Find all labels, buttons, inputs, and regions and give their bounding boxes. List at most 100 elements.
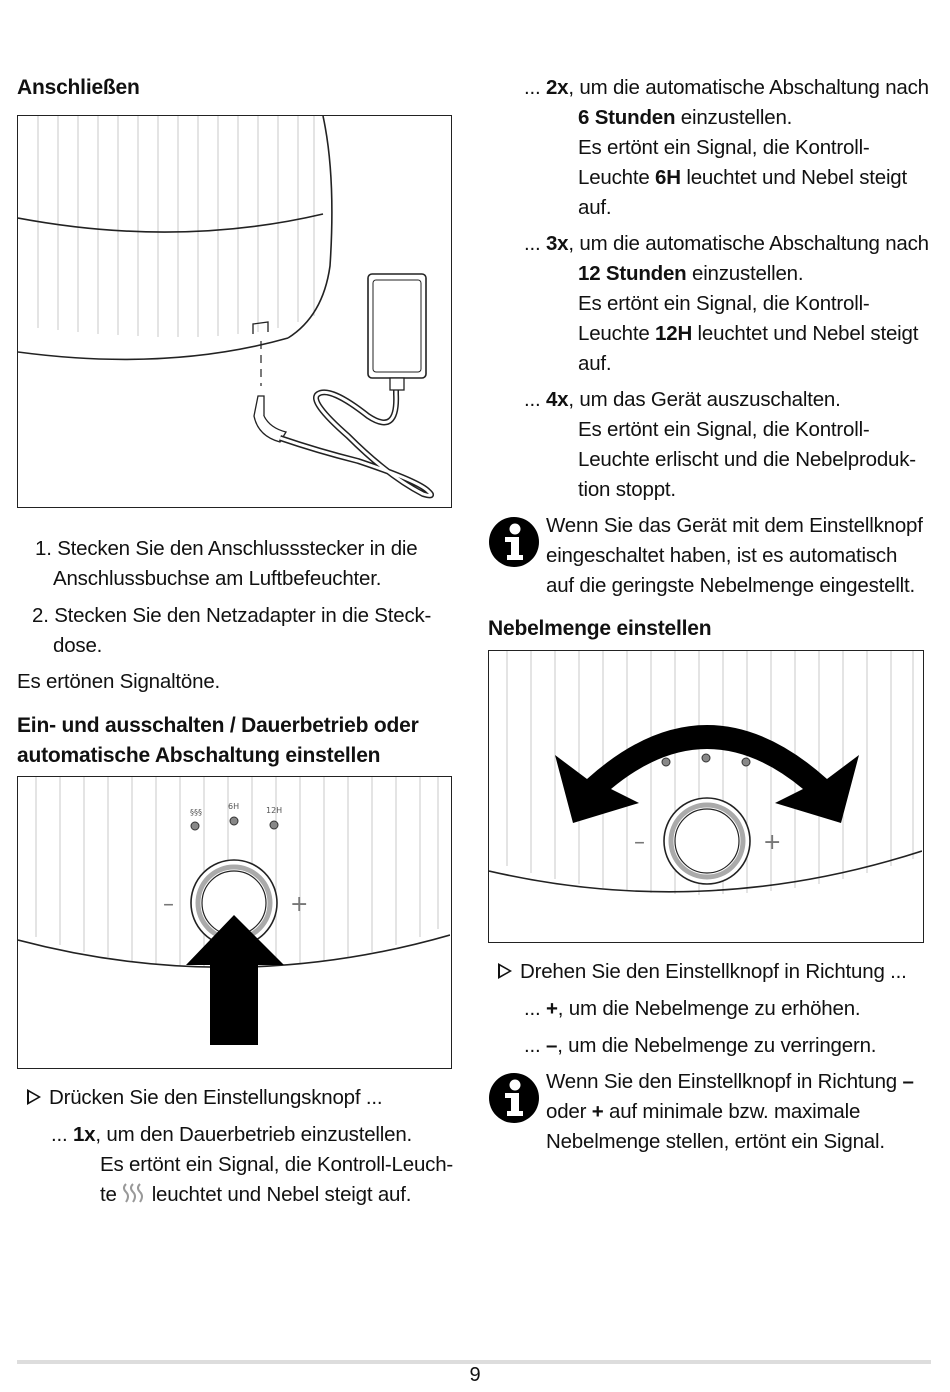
press-3x-line5: auf.: [578, 352, 612, 375]
continuous-led: [661, 757, 671, 767]
turn-plus: ... +, um die Nebelmenge zu erhöhen.: [524, 994, 861, 1024]
info2-line2: oder + auf minimale bzw. maximale: [546, 1097, 860, 1127]
bullet-triangle-icon: [498, 963, 512, 979]
press-2x-line5: auf.: [578, 196, 612, 219]
footer-divider: [17, 1360, 931, 1364]
info2-plus: +: [591, 1100, 604, 1123]
twelve-hour-label: 12H: [266, 806, 282, 815]
press-4x-line3: Leuchte erlischt und die Nebelproduk-: [578, 448, 916, 471]
press-2x-led: 6H: [655, 166, 681, 189]
press-3x-key: 3x: [545, 232, 569, 255]
press-4x: ... 4x, um das Gerät auszuschalten.: [524, 385, 841, 415]
heading-onoff-line1: Ein- und ausschalten / Dauerbetrieb oder: [17, 714, 419, 737]
info1-line1: Wenn Sie das Gerät mit dem Einstellknopf: [546, 514, 923, 537]
connect-illustration: [18, 116, 435, 499]
info2-line1-text: Wenn Sie den Einstellknopf in Richtung: [546, 1070, 903, 1093]
bullet-triangle-icon: [27, 1089, 41, 1105]
press-1x-line3-a: te: [100, 1183, 123, 1206]
step-1: 1. Stecken Sie den Anschlussstecker in d…: [35, 534, 418, 564]
press-3x: ... 3x, um die automatische Abschaltung …: [524, 229, 929, 259]
press-1x-key: 1x: [72, 1123, 96, 1146]
press-3x-led: 12H: [655, 322, 693, 345]
press-3x-line4-c: leuchtet und Nebel steigt: [692, 322, 919, 345]
press-4x-prefix: ...: [524, 388, 546, 411]
steam-icon: [123, 1183, 144, 1203]
figure-press-knob: §§§ 6H 12H – +: [17, 776, 452, 1069]
press-3x-line4: Leuchte 12H leuchtet und Nebel steigt: [578, 319, 918, 349]
press-3x-text: , um die automatische Abschaltung nach: [568, 232, 929, 255]
continuous-led: [190, 821, 200, 831]
step-1-number: 1.: [35, 537, 52, 560]
info1-line2: eingeschaltet haben, ist es automatisch: [546, 544, 898, 567]
press-2x-prefix: ...: [524, 76, 546, 99]
figure-connect: [17, 115, 452, 508]
press-2x-line3: Es ertönt ein Signal, die Kontroll-: [578, 136, 870, 159]
press-4x-line2: Es ertönt ein Signal, die Kontroll-: [578, 418, 870, 441]
press-2x-line4-a: Leuchte: [578, 166, 656, 189]
info2-minus: –: [902, 1070, 914, 1093]
press-3x-line3: Es ertönt ein Signal, die Kontroll-: [578, 292, 870, 315]
turn-knob-illustration: §§§ 6H 12H – +: [489, 651, 922, 895]
info2-line1: Wenn Sie den Einstellknopf in Richtung –: [546, 1067, 914, 1097]
plus-label: +: [290, 892, 308, 917]
page-number: 9: [469, 1364, 481, 1386]
signal-note: Es ertönen Signaltöne.: [17, 670, 221, 693]
press-2x-line4-c: leuchtet und Nebel steigt: [680, 166, 908, 189]
continuous-label: §§§: [190, 808, 202, 817]
info2-line2-c: auf minimale bzw. maximale: [603, 1100, 861, 1123]
twelve-hour-led: [741, 757, 751, 767]
press-1x: ... 1x, um den Dauerbetrieb einzustellen…: [51, 1120, 412, 1150]
press-3x-after: einzustellen.: [686, 262, 804, 285]
six-hour-led: [701, 753, 711, 763]
press-3x-duration: 12 Stunden: [578, 262, 687, 285]
minus-label: –: [634, 830, 645, 855]
press-4x-text: , um das Gerät auszuschalten.: [568, 388, 841, 411]
press-knob-illustration: §§§ 6H 12H – +: [18, 777, 450, 1045]
step-2-line1: Stecken Sie den Netzadapter in die Steck…: [54, 604, 432, 627]
turn-instruction-text: Drehen Sie den Einstellknopf in Richtung…: [520, 960, 907, 983]
turn-minus: ... –, um die Nebelmenge zu verringern.: [524, 1031, 876, 1061]
press-2x-line2: 6 Stunden einzustellen.: [578, 103, 792, 133]
turn-minus-text: , um die Nebelmenge zu verringern.: [557, 1034, 877, 1057]
press-instruction: Drücken Sie den Einstellungsknopf ...: [27, 1083, 383, 1113]
info1-line3: auf die geringste Nebelmenge eingestellt…: [546, 574, 916, 597]
press-1x-line2: Es ertönt ein Signal, die Kontroll-Leuch…: [100, 1153, 454, 1176]
info2-line2-a: oder: [546, 1100, 592, 1123]
step-1-line1: Stecken Sie den Anschlussstecker in die: [57, 537, 418, 560]
press-4x-line4: tion stoppt.: [578, 478, 676, 501]
press-2x-text: , um die automatische Abschaltung nach: [568, 76, 929, 99]
press-2x-line4: Leuchte 6H leuchtet und Nebel steigt: [578, 163, 907, 193]
press-1x-line3: te leuchtet und Nebel steigt auf.: [100, 1180, 411, 1210]
plus-label: +: [763, 830, 781, 855]
turn-plus-text: , um die Nebelmenge zu erhöhen.: [557, 997, 861, 1020]
heading-connect: Anschließen: [17, 76, 140, 99]
six-hour-led: [229, 816, 239, 826]
twelve-hour-led: [269, 820, 279, 830]
turn-instruction: Drehen Sie den Einstellknopf in Richtung…: [498, 957, 907, 987]
press-3x-line2: 12 Stunden einzustellen.: [578, 259, 804, 289]
info-icon: [489, 1073, 539, 1123]
turn-minus-prefix: ...: [524, 1034, 546, 1057]
turn-minus-key: –: [545, 1034, 558, 1057]
press-1x-line3-b: leuchtet und Nebel steigt auf.: [146, 1183, 412, 1206]
press-2x-after: einzustellen.: [675, 106, 793, 129]
step-2: 2. Stecken Sie den Netzadapter in die St…: [32, 601, 431, 631]
press-instruction-text: Drücken Sie den Einstellungsknopf ...: [49, 1086, 383, 1109]
step-2-line2: dose.: [53, 634, 103, 657]
press-2x: ... 2x, um die automatische Abschaltung …: [524, 73, 929, 103]
turn-plus-prefix: ...: [524, 997, 546, 1020]
press-3x-prefix: ...: [524, 232, 546, 255]
step-2-number: 2.: [32, 604, 49, 627]
press-2x-key: 2x: [545, 76, 569, 99]
press-3x-line4-a: Leuchte: [578, 322, 656, 345]
minus-label: –: [163, 892, 174, 917]
info-icon: [489, 517, 539, 567]
info2-line3: Nebelmenge stellen, ertönt ein Signal.: [546, 1130, 885, 1153]
press-2x-duration: 6 Stunden: [578, 106, 676, 129]
step-1-line2: Anschlussbuchse am Luftbefeuchter.: [53, 567, 382, 590]
rotate-arrow: [555, 725, 859, 823]
heading-onoff-line2: automatische Abschaltung einstellen: [17, 744, 381, 767]
turn-plus-key: +: [545, 997, 558, 1020]
figure-turn-knob: §§§ 6H 12H – +: [488, 650, 924, 943]
press-arrow: [186, 915, 284, 1045]
